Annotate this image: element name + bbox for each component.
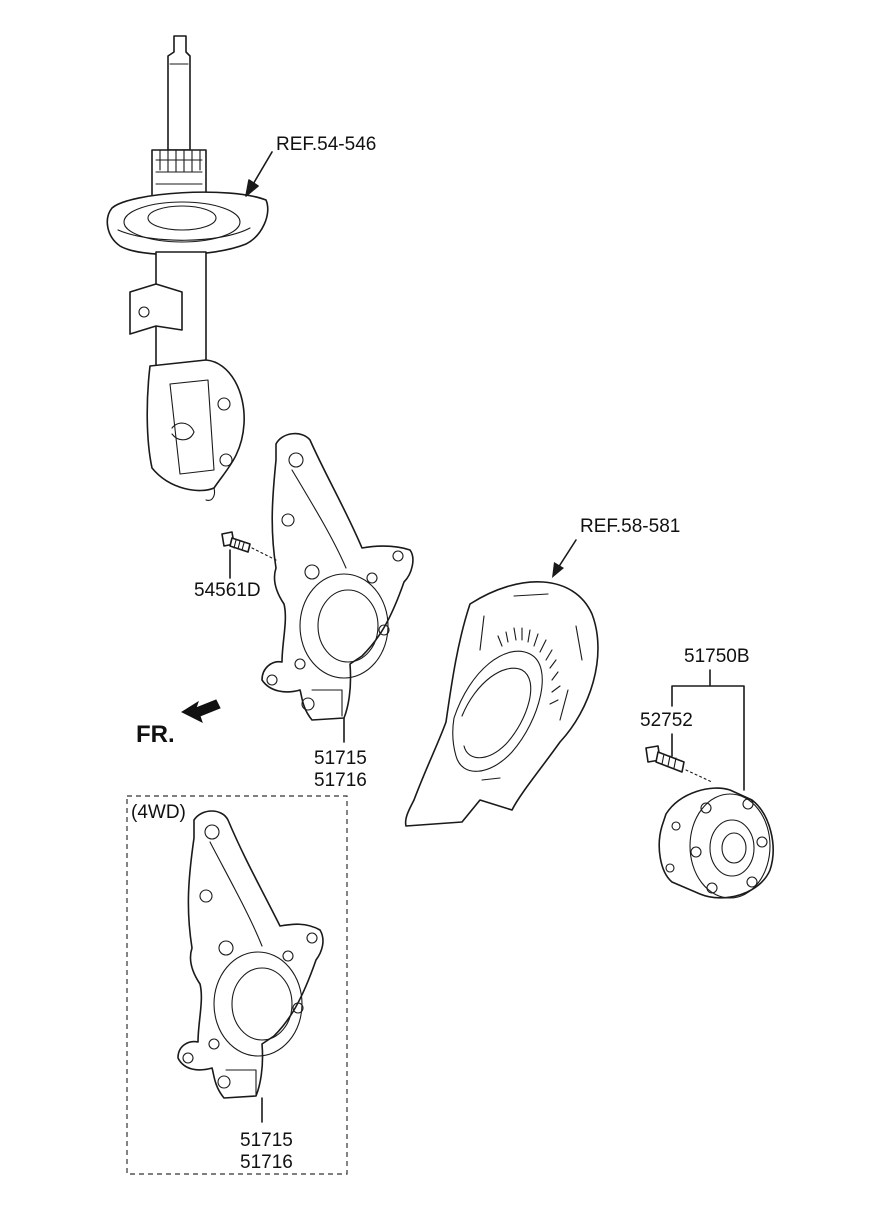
ref-shield-arrowhead [552,562,564,578]
ref-strut-label[interactable]: REF.54-546 [276,134,376,155]
variant-label[interactable]: (4WD) [131,802,186,823]
ref-shield-label[interactable]: REF.58-581 [580,516,680,537]
ref-strut-arrowhead [245,179,259,197]
knuckle-bolt-label[interactable]: 54561D [194,580,261,601]
knuckle-label-a[interactable]: 51715 [314,748,367,769]
knuckle-4wd-label-a[interactable]: 51715 [240,1130,293,1151]
front-arrow-icon [180,699,221,723]
strut-assembly [106,35,269,501]
ref-strut-leader [251,151,273,187]
hub-bolt-label[interactable]: 52752 [640,710,693,731]
hub-bolt-dotted [685,769,713,783]
hub-assembly-label[interactable]: 51750B [684,646,750,667]
dust-shield [404,581,599,827]
knuckle-bolt-dotted [251,547,277,561]
hub-bolt [645,745,685,773]
hub-assembly-leader [671,669,745,791]
knuckle-label-b[interactable]: 51716 [314,770,367,791]
steering-knuckle [261,432,414,721]
knuckle-bolt [221,531,251,553]
wheel-hub [658,787,774,899]
front-indicator: FR. [136,699,221,748]
front-label: FR. [136,721,175,748]
dust-shield-vents [497,627,561,705]
steering-knuckle-4wd [177,810,324,1099]
variant-box [126,795,348,1175]
ref-shield-leader [557,539,577,569]
knuckle-4wd-label-b[interactable]: 51716 [240,1152,293,1173]
